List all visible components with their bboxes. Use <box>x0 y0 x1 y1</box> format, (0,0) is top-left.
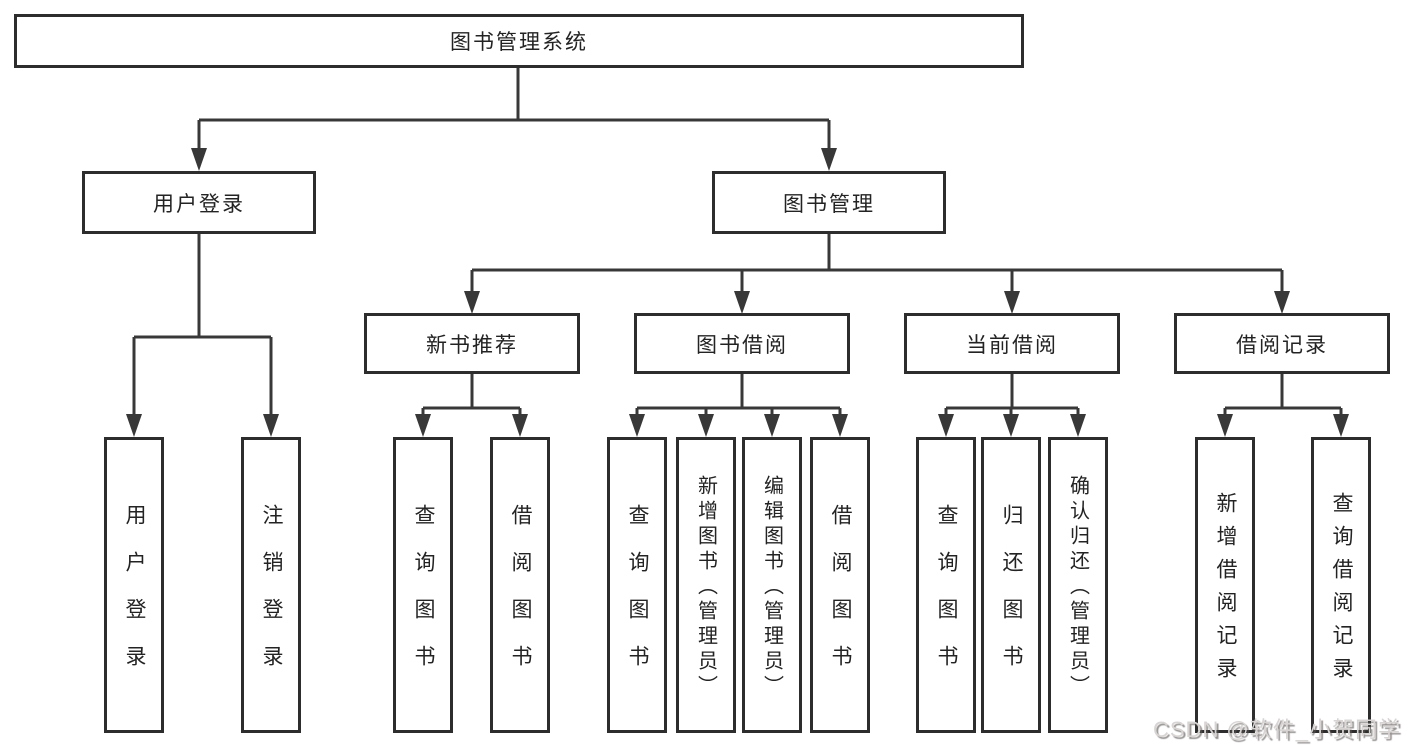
leaf-logout: 注销登录 <box>241 437 301 733</box>
leaf-edit-book-admin: 编辑图书（管理员） <box>742 437 802 733</box>
node-label: 新增图书（管理员） <box>694 475 717 700</box>
arrowheads <box>126 148 1349 437</box>
node-label: 查询图书 <box>626 504 649 692</box>
node-label: 查询借阅记录 <box>1330 492 1353 690</box>
node-label: 借阅图书 <box>829 504 852 692</box>
node-label: 查询图书 <box>412 504 435 692</box>
node-current-borrow: 当前借阅 <box>904 313 1120 374</box>
leaf-borrow-books-recommend: 借阅图书 <box>490 437 550 733</box>
node-label: 图书借阅 <box>696 333 788 357</box>
leaf-borrow-books: 借阅图书 <box>810 437 870 733</box>
node-label: 借阅记录 <box>1236 333 1328 357</box>
node-root: 图书管理系统 <box>14 14 1024 68</box>
leaf-query-books-current: 查询图书 <box>916 437 976 733</box>
node-label: 新增借阅记录 <box>1214 492 1237 690</box>
node-book-management: 图书管理 <box>712 171 946 234</box>
node-book-borrow: 图书借阅 <box>634 313 850 374</box>
node-borrow-records: 借阅记录 <box>1174 313 1390 374</box>
node-label: 新书推荐 <box>426 333 518 357</box>
node-label: 注销登录 <box>260 504 283 692</box>
leaf-query-books-recommend: 查询图书 <box>393 437 453 733</box>
leaf-query-borrow-record: 查询借阅记录 <box>1311 437 1371 733</box>
node-label: 归还图书 <box>1000 504 1023 692</box>
leaf-add-book-admin: 新增图书（管理员） <box>676 437 736 733</box>
node-label: 用户登录 <box>123 504 146 692</box>
leaf-add-borrow-record: 新增借阅记录 <box>1195 437 1255 733</box>
leaf-user-login: 用户登录 <box>104 437 164 733</box>
leaf-return-book: 归还图书 <box>981 437 1041 733</box>
leaf-query-books-borrow: 查询图书 <box>607 437 667 733</box>
node-label: 借阅图书 <box>509 504 532 692</box>
node-label: 图书管理系统 <box>450 31 588 54</box>
node-new-book-recommend: 新书推荐 <box>364 313 580 374</box>
node-label: 当前借阅 <box>966 333 1058 357</box>
leaf-confirm-return-admin: 确认归还（管理员） <box>1048 437 1108 733</box>
node-label: 用户登录 <box>153 192 245 216</box>
watermark: CSDN @软件_小贺同学 <box>1152 717 1401 742</box>
node-label: 编辑图书（管理员） <box>760 475 783 700</box>
node-user-login: 用户登录 <box>82 171 316 234</box>
node-label: 查询图书 <box>935 504 958 692</box>
node-label: 图书管理 <box>783 192 875 216</box>
node-label: 确认归还（管理员） <box>1066 475 1089 700</box>
